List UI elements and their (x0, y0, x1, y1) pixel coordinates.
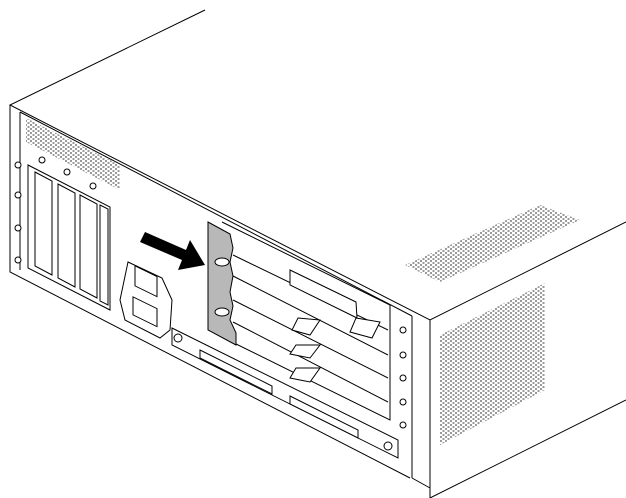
side-vent (440, 283, 545, 445)
screw-icon (383, 441, 393, 451)
screw-icon (14, 256, 22, 264)
top-vent (405, 205, 580, 282)
screws (14, 156, 407, 429)
screw-icon (399, 351, 407, 359)
screw-icon (399, 326, 407, 334)
screw-icon (38, 156, 46, 164)
screw-icon (63, 168, 71, 176)
power-switch-icon (134, 265, 158, 298)
io-bracket[interactable] (207, 221, 237, 346)
power-inlet-icon (132, 296, 158, 328)
connector (349, 317, 381, 339)
screw-icon (399, 398, 407, 406)
expansion-slot-covers (27, 164, 111, 311)
chassis-outline (8, 9, 626, 498)
power-module (119, 261, 173, 339)
bracket-slot (214, 257, 230, 267)
screw-icon (399, 374, 407, 382)
screw-icon (173, 333, 183, 343)
arrow-right-icon (140, 232, 205, 270)
connector (199, 349, 273, 395)
connector (289, 395, 359, 439)
screw-icon (89, 182, 97, 190)
card-cage (221, 221, 391, 421)
screw-icon (399, 421, 407, 429)
front-vent (26, 118, 120, 190)
lower-rail (171, 327, 399, 459)
connector (289, 367, 321, 383)
screw-icon (14, 224, 22, 232)
bracket-slot (214, 307, 230, 317)
screw-icon (14, 161, 22, 169)
connector (289, 344, 322, 359)
connector (291, 317, 321, 336)
screw-icon (14, 191, 22, 199)
